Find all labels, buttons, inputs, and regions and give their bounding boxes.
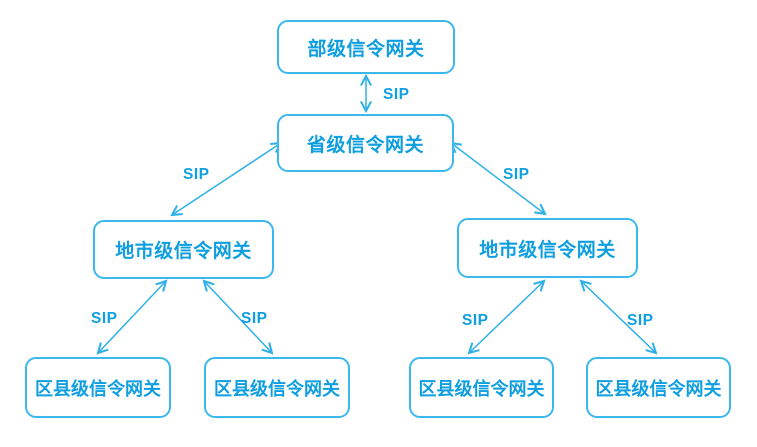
node-county-gateway-4: 区县级信令网关 [586,357,731,418]
link-label-sip: SIP [462,312,489,329]
link-provincial-cityleft-arrow [172,143,281,215]
link-label-sip: SIP [383,86,410,103]
link-cityright-county3-arrow [469,281,544,353]
node-label: 省级信令网关 [306,134,424,156]
node-county-gateway-3: 区县级信令网关 [409,357,554,418]
link-cityleft-county1-arrow [98,281,166,353]
link-label-sip: SIP [91,310,118,327]
node-label: 地市级信令网关 [479,239,616,261]
link-label-sip: SIP [183,166,210,183]
node-label: 区县级信令网关 [35,378,161,399]
node-county-gateway-2: 区县级信令网关 [204,357,350,418]
node-provincial-gateway: 省级信令网关 [277,114,454,172]
link-provincial-cityright-arrow [451,143,545,214]
node-label: 部级信令网关 [307,38,425,60]
link-cityright-county4-arrow [581,281,656,353]
link-label-sip: SIP [241,310,268,327]
node-label: 区县级信令网关 [214,378,340,399]
node-county-gateway-1: 区县级信令网关 [25,357,171,418]
link-label-sip: SIP [627,312,654,329]
link-cityleft-county2-arrow [204,281,272,353]
node-label: 区县级信令网关 [595,378,722,399]
node-city-gateway-right: 地市级信令网关 [457,218,638,278]
node-label: 区县级信令网关 [418,378,545,399]
node-label: 地市级信令网关 [115,241,252,262]
link-label-sip: SIP [503,166,530,183]
node-ministry-gateway: 部级信令网关 [277,20,455,74]
node-city-gateway-left: 地市级信令网关 [93,220,274,279]
